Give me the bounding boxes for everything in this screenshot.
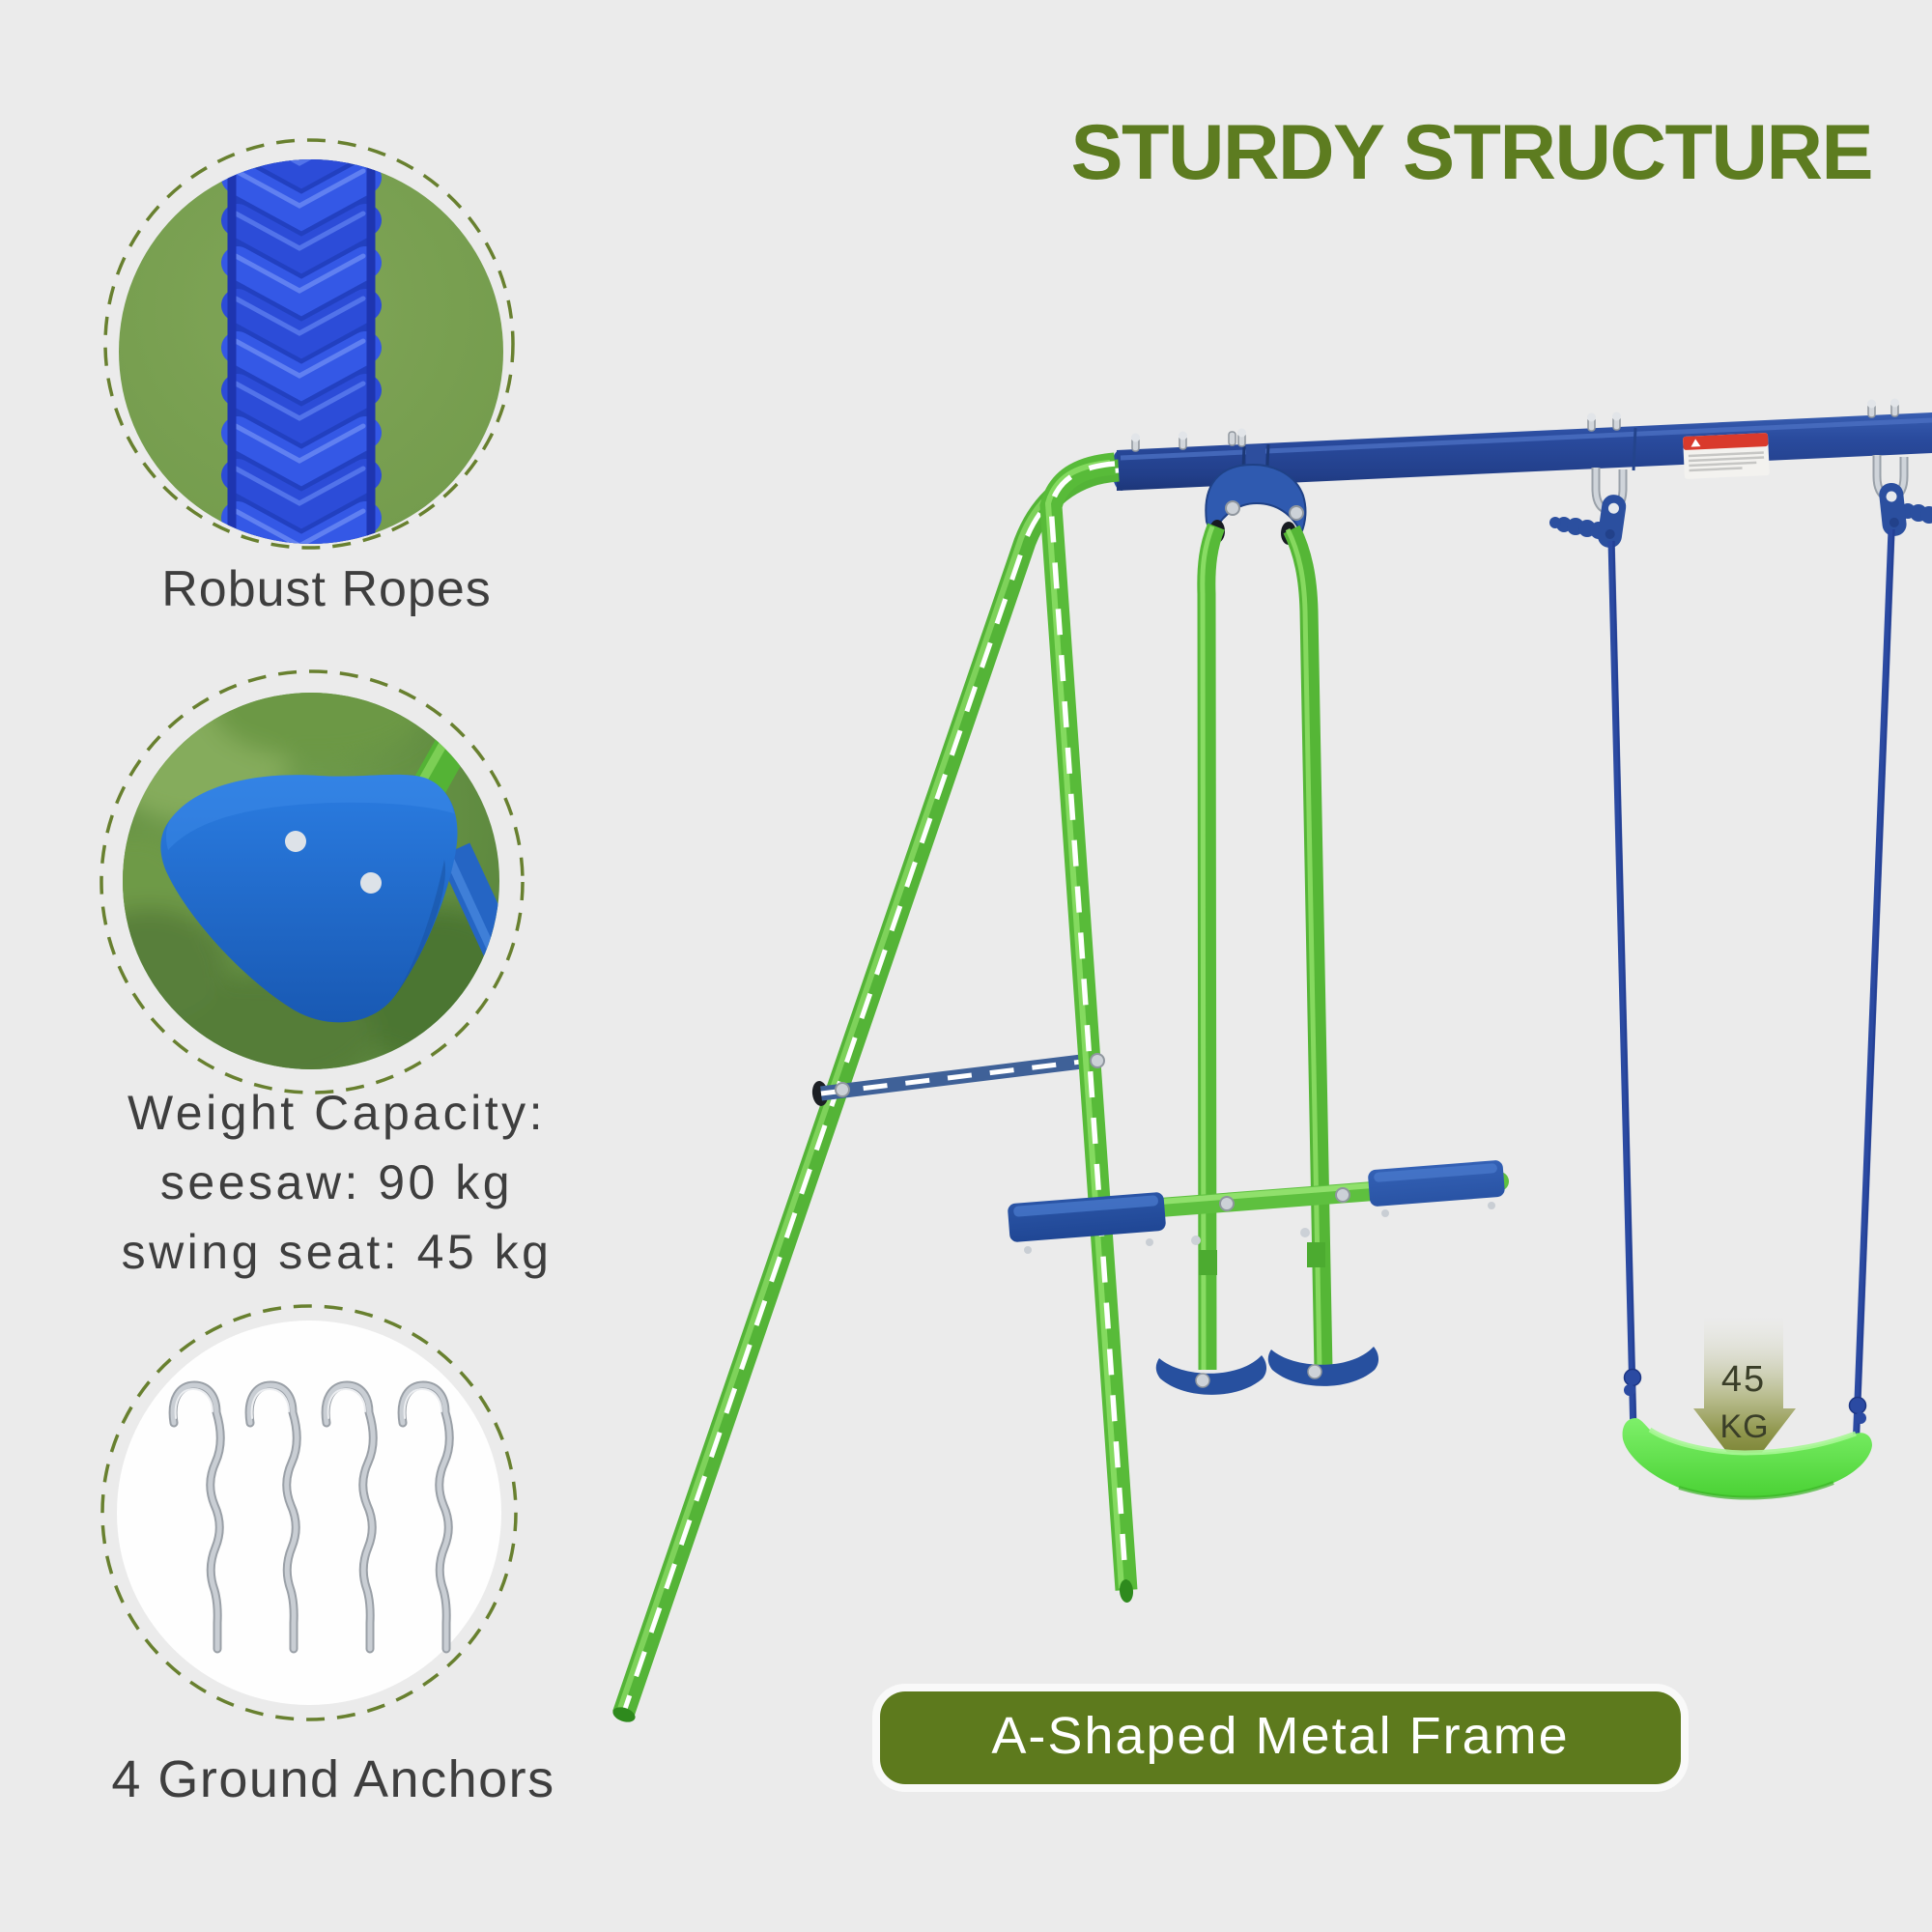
svg-text:KG: KG — [1719, 1408, 1769, 1445]
svg-text:45: 45 — [1721, 1359, 1766, 1400]
